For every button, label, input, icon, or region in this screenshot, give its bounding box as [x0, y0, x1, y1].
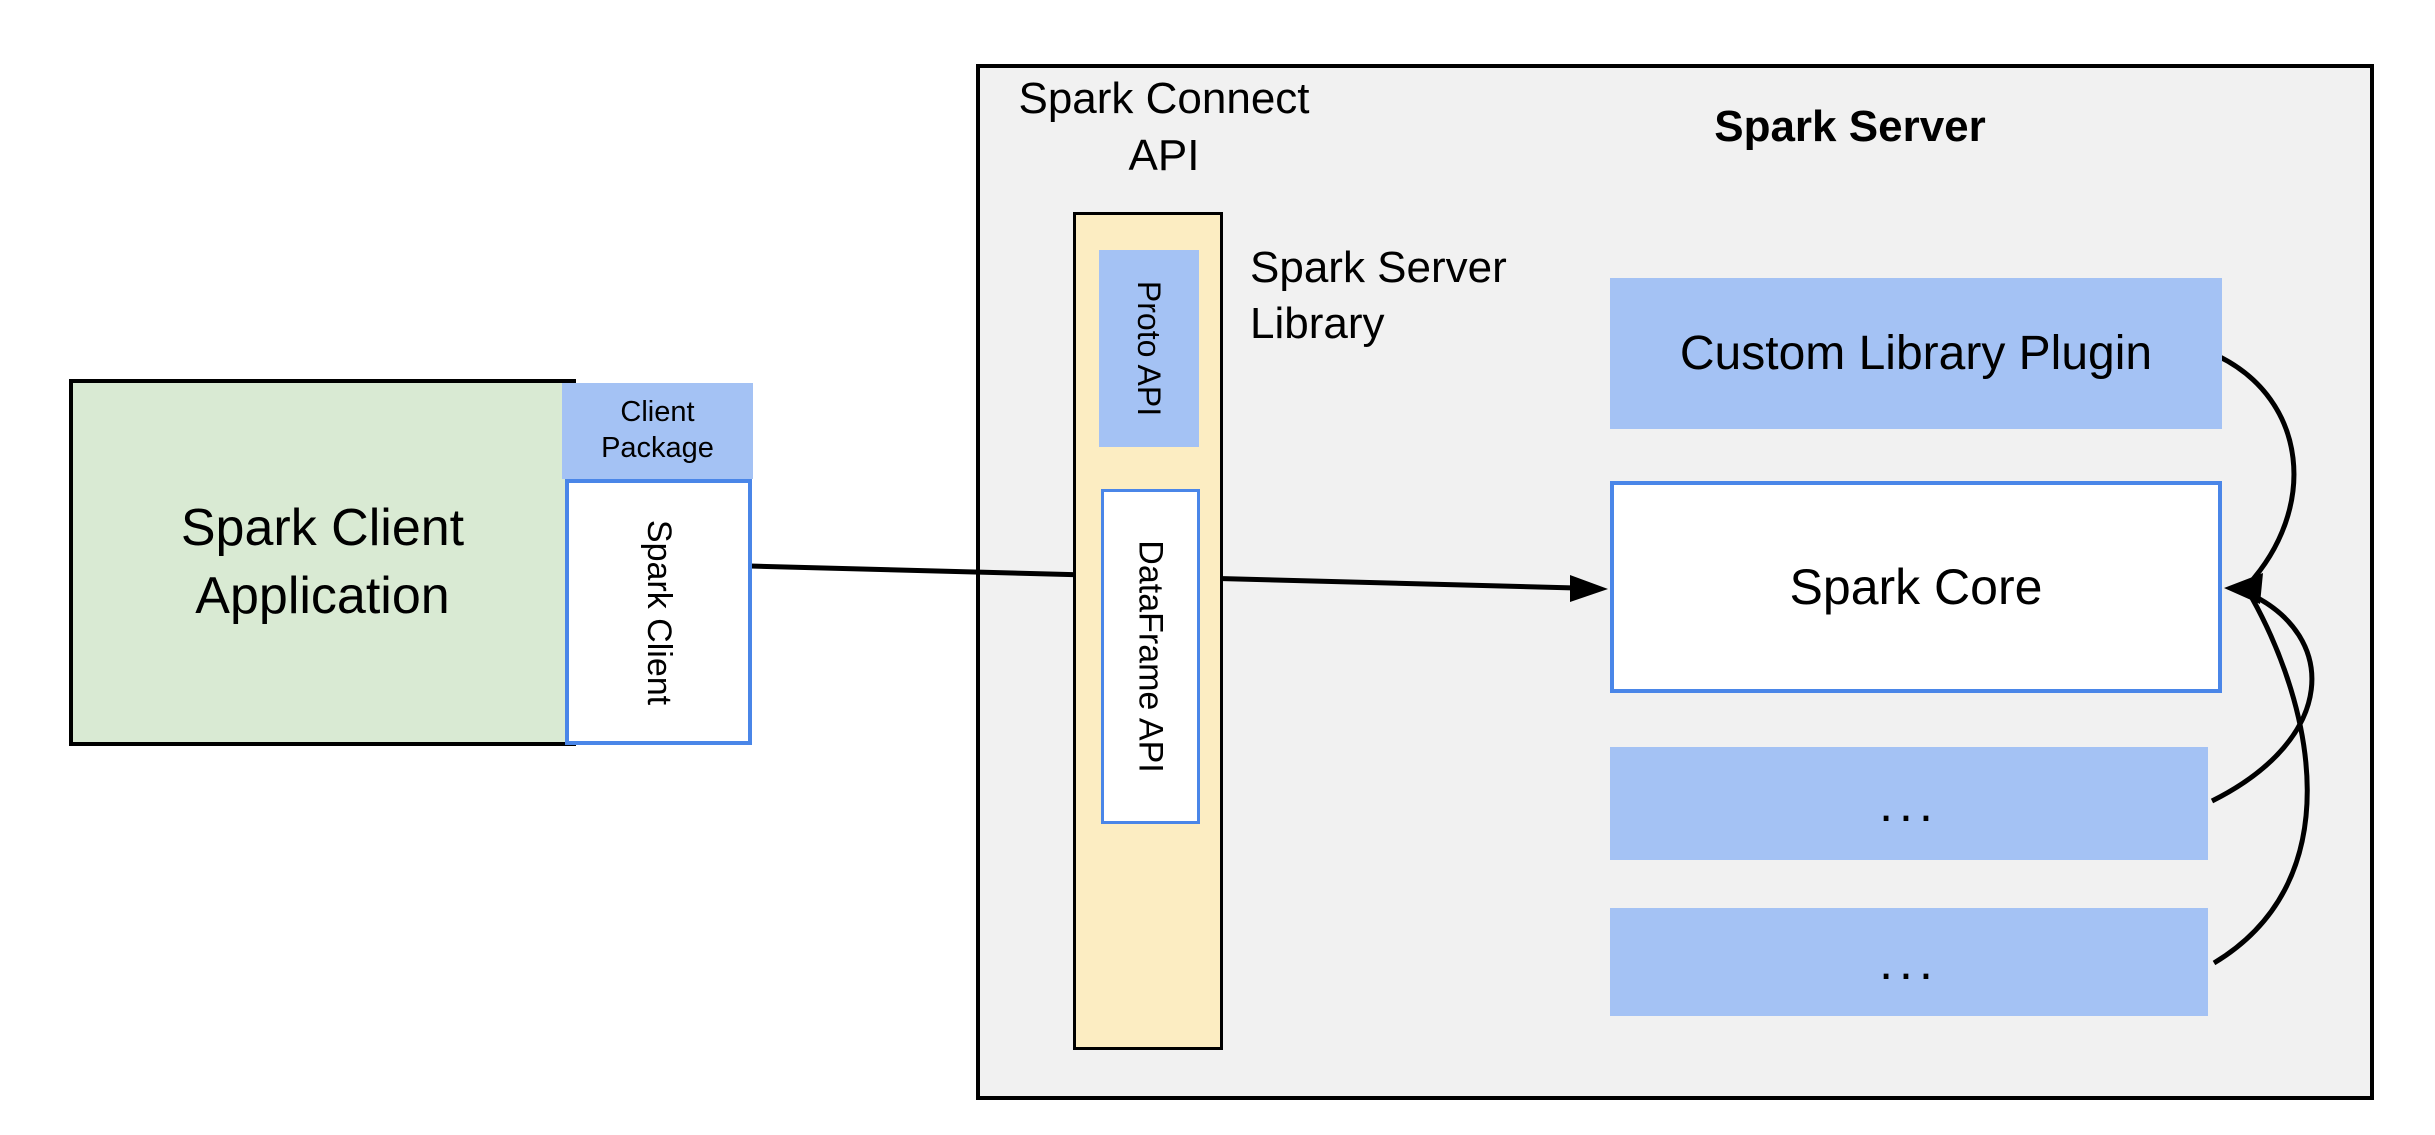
proto-api-box: Proto API: [1099, 250, 1199, 447]
spark-client-box: Spark Client: [565, 479, 752, 745]
spark-client-application-label: Spark Client Application: [180, 498, 465, 625]
spark-server-title: Spark Server: [1714, 102, 1986, 151]
client-package-label: Client Package: [601, 396, 714, 464]
spark-server-library-label: Spark Server Library: [1250, 243, 1507, 349]
dataframe-api-box: DataFrame API: [1101, 489, 1200, 824]
plugin-slot-2-box: ...: [1610, 908, 2208, 1016]
client-package-box: Client Package: [562, 383, 753, 479]
spark-core-label: Spark Core: [1789, 559, 2043, 615]
proto-api-label: Proto API: [1131, 280, 1168, 417]
custom-library-plugin-label: Custom Library Plugin: [1679, 327, 2153, 380]
spark-client-application-box: Spark Client Application: [69, 379, 576, 746]
spark-core-box: Spark Core: [1610, 481, 2222, 693]
dataframe-api-label: DataFrame API: [1132, 540, 1171, 773]
spark-connect-api-label: Spark Connect API: [1018, 74, 1310, 181]
custom-library-plugin-box: Custom Library Plugin: [1610, 278, 2222, 429]
spark-client-label: Spark Client: [640, 519, 679, 705]
plugin-slot-1-box: ...: [1610, 747, 2208, 860]
